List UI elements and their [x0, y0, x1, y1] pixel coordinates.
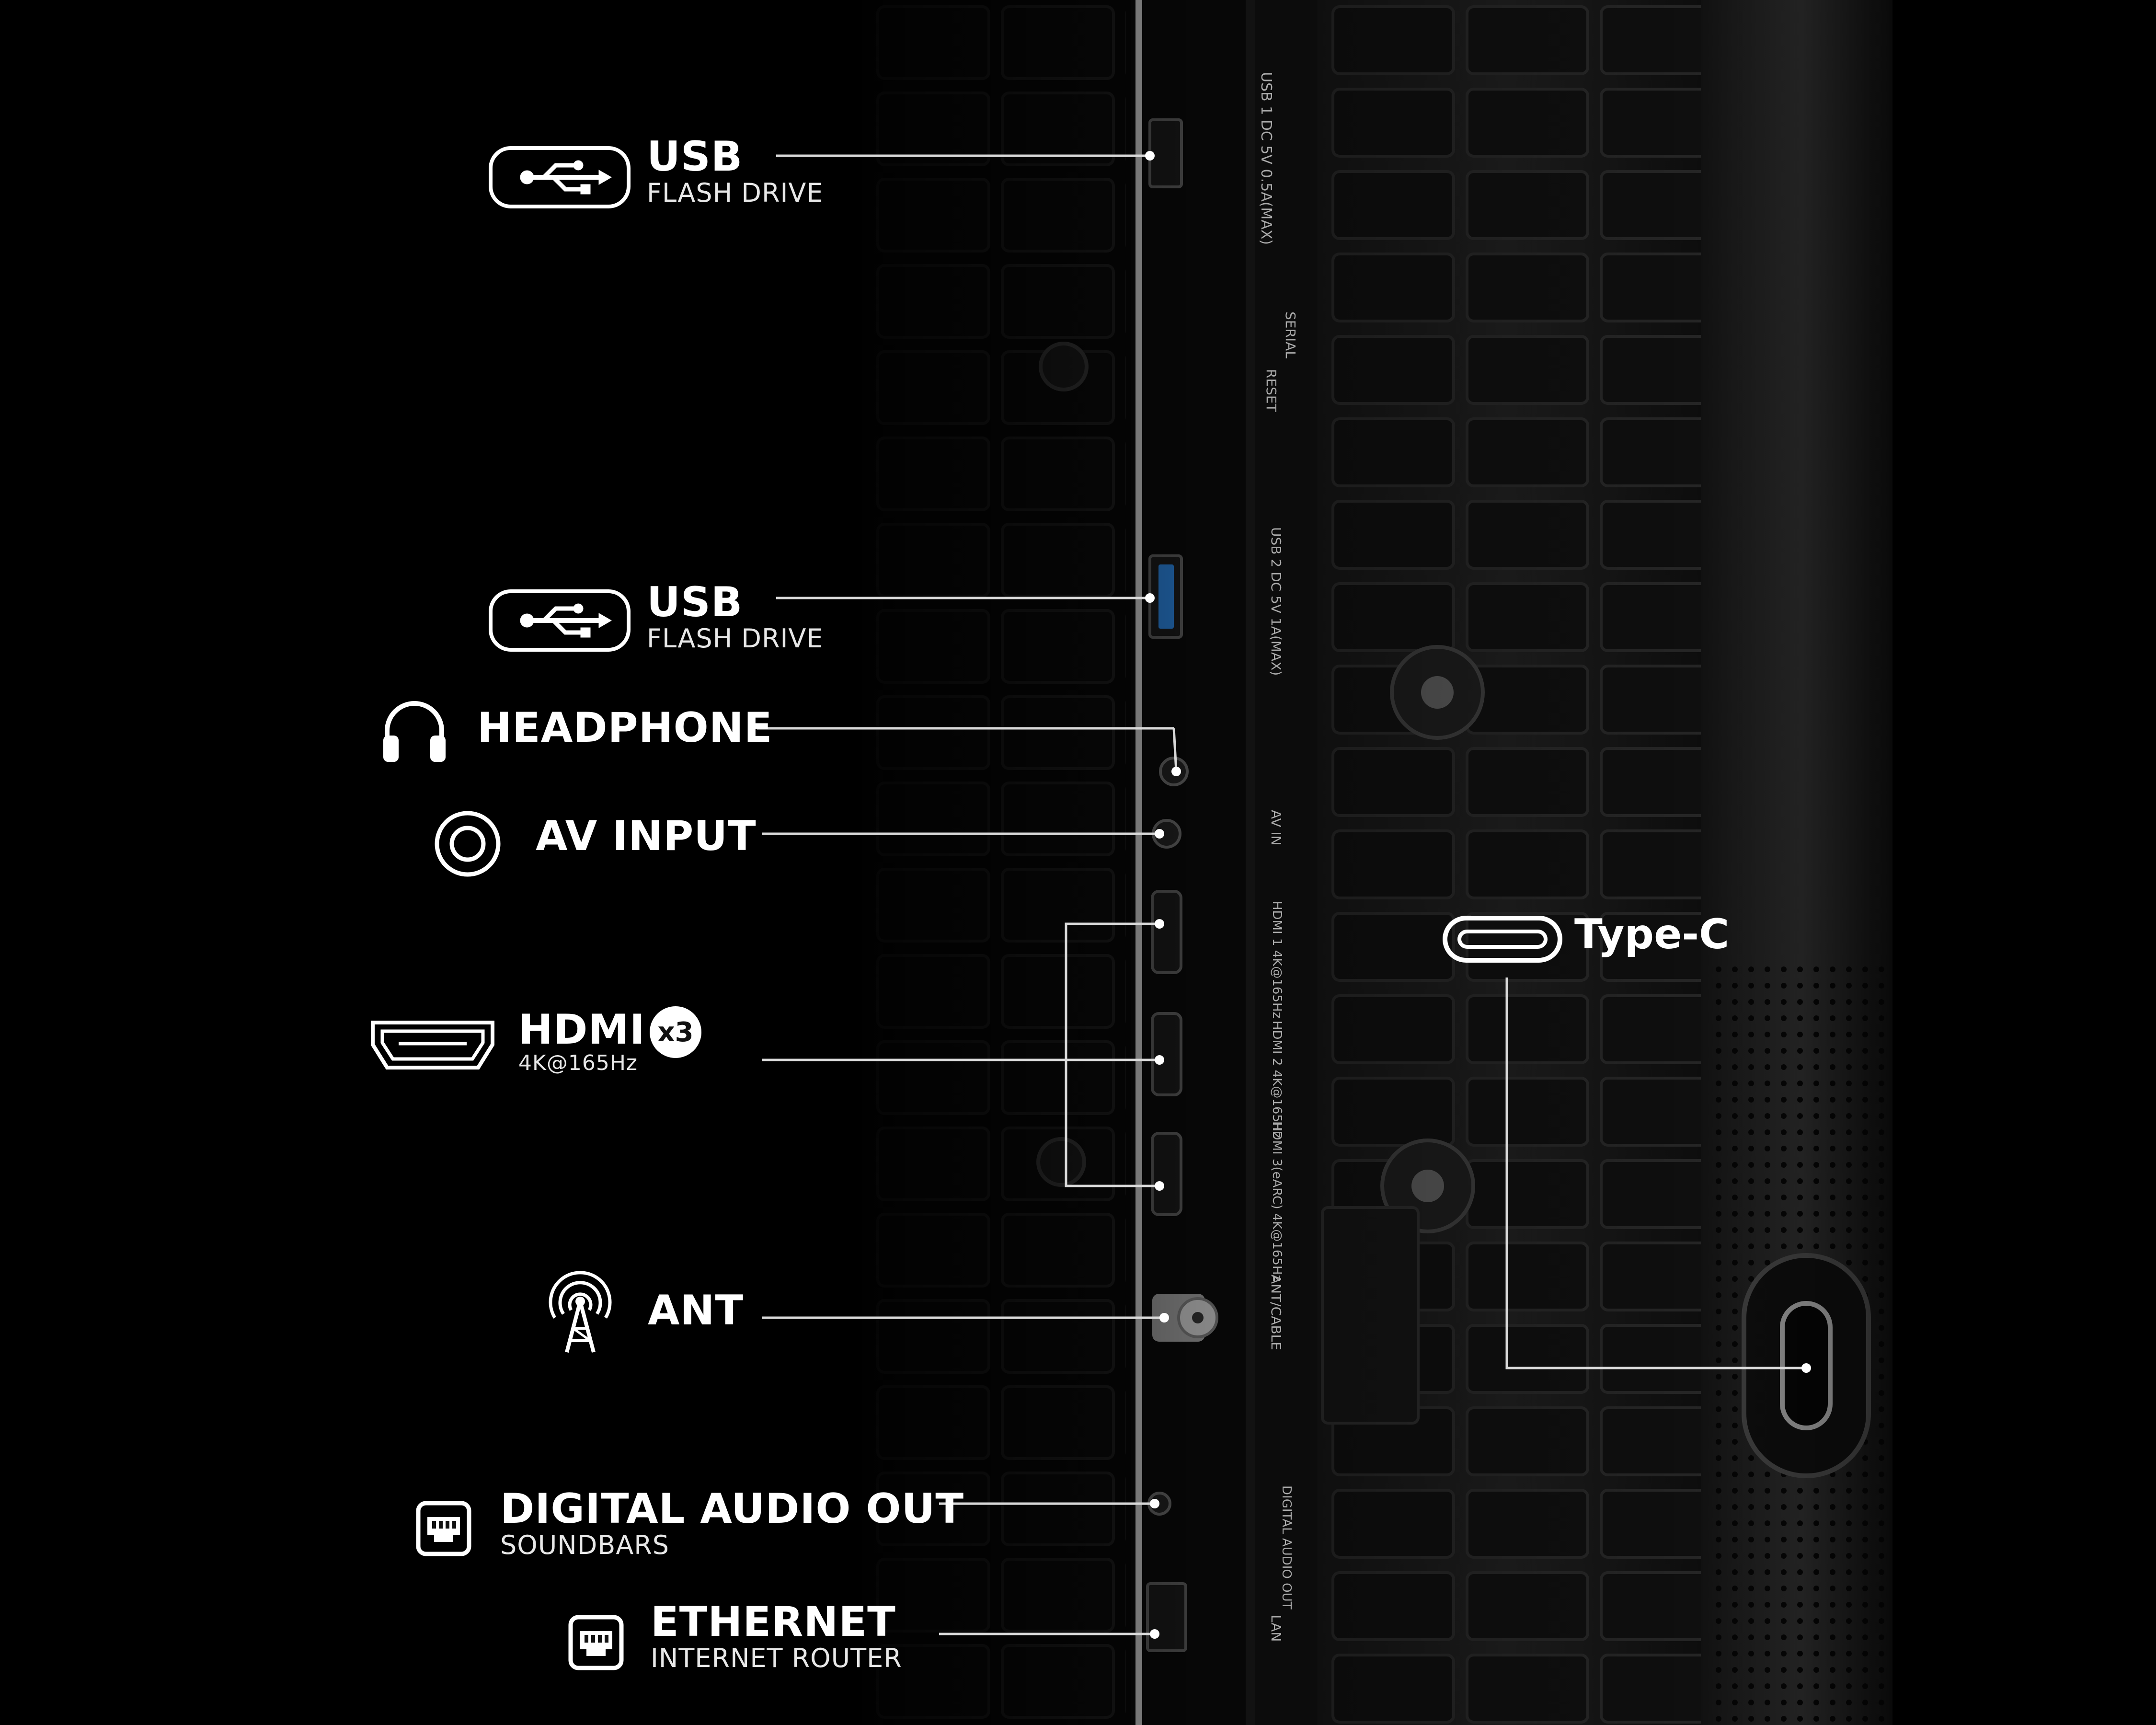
- ant-callout: ANT: [648, 1287, 744, 1334]
- ethernet-icon: [568, 1615, 624, 1670]
- usb2-subtitle: FLASH DRIVE: [647, 623, 824, 654]
- usb1-callout: USB FLASH DRIVE: [647, 135, 823, 208]
- antenna-icon: [540, 1270, 620, 1356]
- optical-port-icon: [416, 1501, 471, 1556]
- usb1-title: USB: [647, 133, 743, 181]
- ant-title: ANT: [648, 1287, 744, 1334]
- hdmi-count-badge: x3: [650, 1006, 701, 1058]
- usb2-title: USB: [647, 578, 743, 626]
- headphone-callout: HEADPHONE: [477, 704, 773, 752]
- hdmi-callout: HDMI 4K@165Hz: [518, 1008, 645, 1076]
- av-input-icon: [434, 810, 502, 878]
- headphone-icon: [378, 697, 450, 764]
- digital-audio-title: DIGITAL AUDIO OUT: [500, 1485, 964, 1533]
- usb-icon: [489, 589, 631, 652]
- digital-audio-callout: DIGITAL AUDIO OUT SOUNDBARS: [500, 1487, 964, 1560]
- av-input-title: AV INPUT: [536, 812, 757, 860]
- type-c-icon: [1442, 915, 1563, 963]
- hdmi-icon: [370, 1020, 495, 1070]
- ethernet-callout: ETHERNET INTERNET ROUTER: [651, 1600, 902, 1673]
- headphone-title: HEADPHONE: [477, 704, 773, 752]
- typec-callout: Type-C: [1574, 910, 1729, 958]
- av-input-callout: AV INPUT: [536, 815, 757, 858]
- digital-audio-subtitle: SOUNDBARS: [500, 1530, 670, 1561]
- hdmi-subtitle: 4K@165Hz: [518, 1051, 638, 1076]
- ethernet-subtitle: INTERNET ROUTER: [651, 1643, 902, 1674]
- typec-title: Type-C: [1574, 910, 1730, 958]
- ethernet-title: ETHERNET: [651, 1598, 896, 1646]
- usb2-callout: USB FLASH DRIVE: [647, 581, 823, 654]
- usb1-subtitle: FLASH DRIVE: [647, 178, 824, 208]
- hdmi-title: HDMI: [518, 1006, 645, 1054]
- usb-icon: [489, 146, 631, 208]
